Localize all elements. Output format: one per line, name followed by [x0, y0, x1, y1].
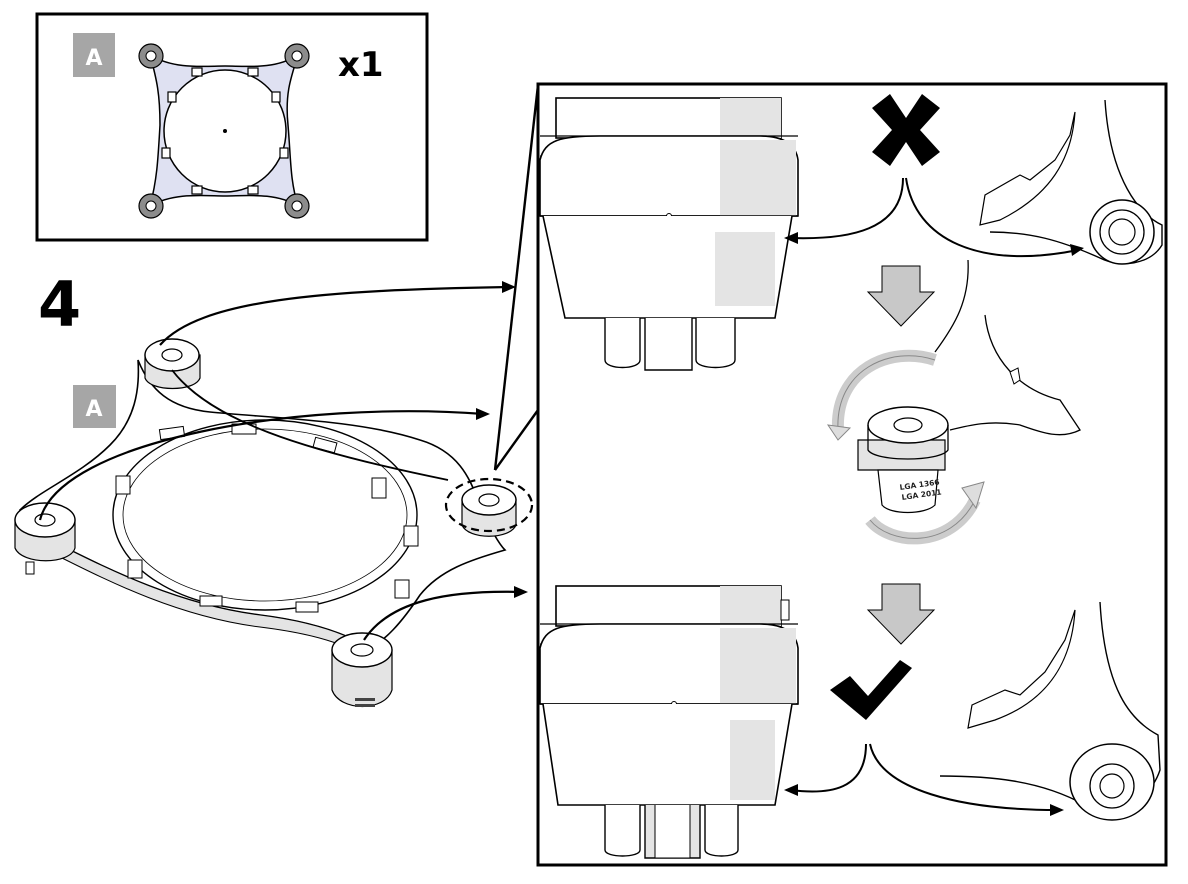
x-mark-icon: [872, 94, 940, 166]
down-arrow-icon: [866, 265, 936, 327]
part-label-text: A: [85, 46, 102, 71]
standoff-right: [444, 477, 534, 537]
check-mark-icon: [830, 660, 912, 720]
parts-box: A x1: [35, 12, 429, 242]
bracket-corner-correct: [939, 601, 1161, 821]
down-arrow-icon-2: [866, 583, 936, 645]
standoff-top: [144, 338, 201, 389]
step-part-label: A: [85, 397, 102, 422]
standoff-bottom: [331, 632, 393, 708]
standoff-left: [14, 502, 76, 575]
part-label-badge: A: [73, 33, 115, 77]
standoff-side-view-correct: [539, 585, 799, 859]
bracket-a-icon: [138, 43, 310, 219]
highlight-circle: [444, 477, 534, 533]
detail-panel: LGA 1366 LGA 2011: [536, 82, 1168, 867]
step-part-badge: A: [73, 385, 116, 428]
step-number: 4: [38, 268, 81, 341]
quantity-text: x1: [338, 45, 384, 85]
standoff-side-view-wrong: [539, 97, 799, 371]
rotation-illustration: LGA 1366 LGA 2011: [826, 259, 1081, 545]
bracket-perspective: [14, 281, 534, 708]
bracket-corner-wrong: [979, 99, 1163, 265]
